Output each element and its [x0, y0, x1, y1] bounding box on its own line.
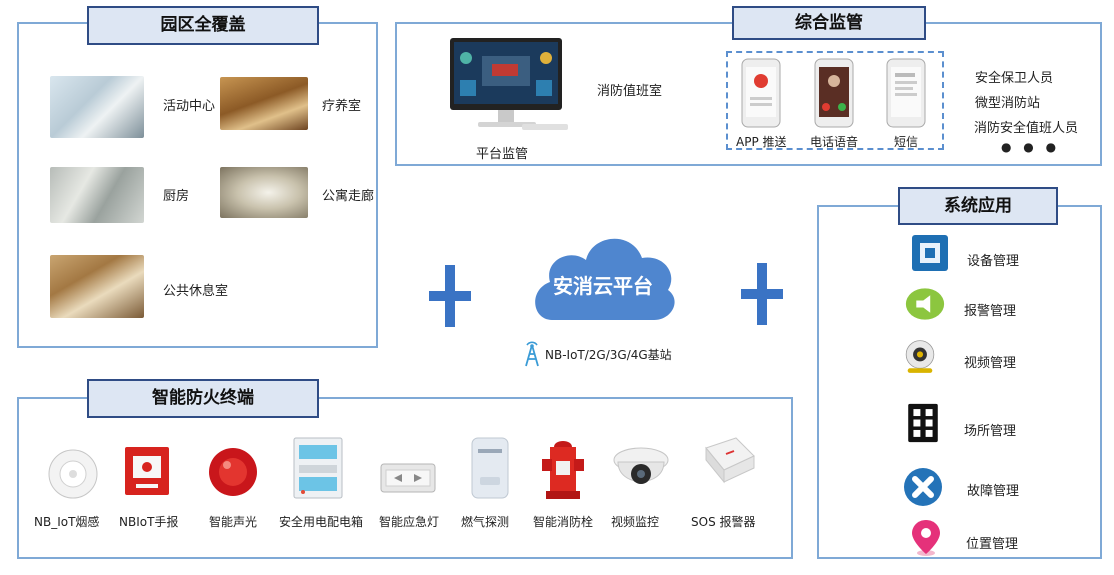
area-label-therapy-room: 疗养室 — [322, 99, 362, 114]
alarm-management-icon — [905, 288, 945, 320]
system-panel — [817, 205, 1102, 559]
terminal-label-emergency-light: 智能应急灯 — [379, 515, 440, 529]
sound-light-alarm-icon — [209, 448, 257, 496]
terminal-label-smoke: NB_IoT烟感 — [34, 515, 100, 529]
terminal-label-sound-light: 智能声光 — [209, 515, 258, 529]
video-camera-icon — [613, 447, 669, 484]
area-label-corridor: 公寓走廊 — [322, 189, 375, 204]
gas-detector-icon — [471, 437, 509, 499]
smoke-detector-icon — [48, 449, 98, 499]
app-push-phone-icon — [741, 58, 781, 128]
device-management-icon — [912, 235, 948, 271]
sms-phone-icon — [886, 58, 926, 128]
location-management-icon — [912, 520, 940, 556]
area-label-lounge: 公共休息室 — [163, 284, 229, 299]
phone-label-sms: 短信 — [894, 135, 919, 149]
video-management-icon — [905, 340, 935, 373]
lounge-photo — [50, 255, 144, 318]
site-management-icon — [908, 403, 938, 443]
duty-room-label: 消防值班室 — [597, 84, 663, 99]
personnel-more: ● ● ● — [1001, 140, 1061, 154]
cloud-icon — [535, 238, 675, 320]
system-item-fault: 故障管理 — [967, 484, 1020, 499]
personnel-mini-station: 微型消防站 — [975, 96, 1041, 111]
campus-title: 园区全覆盖 — [87, 6, 319, 45]
terminal-label-camera: 视频监控 — [611, 515, 660, 529]
cloud-platform-name: 安消云平台 — [553, 274, 653, 298]
kitchen-photo — [50, 167, 144, 223]
phone-label-app: APP 推送 — [736, 135, 787, 149]
fault-management-icon — [904, 468, 942, 506]
network-label: NB-IoT/2G/3G/4G基站 — [545, 348, 672, 362]
area-label-activity-center: 活动中心 — [163, 99, 216, 114]
terminal-label-hydrant: 智能消防栓 — [533, 515, 594, 529]
system-title: 系统应用 — [898, 187, 1058, 225]
personnel-security: 安全保卫人员 — [975, 71, 1054, 86]
activity-center-photo — [50, 76, 144, 138]
terminal-label-manual-alarm: NBIoT手报 — [119, 515, 179, 529]
platform-label: 平台监管 — [476, 147, 529, 162]
sos-alarm-icon — [705, 437, 755, 484]
system-item-device: 设备管理 — [967, 254, 1020, 269]
system-item-site: 场所管理 — [964, 424, 1017, 439]
notification-box — [726, 51, 944, 150]
manual-alarm-icon — [125, 447, 169, 495]
terminals-title: 智能防火终端 — [87, 379, 319, 418]
emergency-light-icon — [380, 463, 436, 493]
phone-label-voice: 电话语音 — [810, 135, 859, 149]
distribution-box-icon — [293, 437, 343, 499]
fire-hydrant-icon — [542, 441, 584, 499]
corridor-photo — [220, 167, 308, 218]
system-item-alarm: 报警管理 — [964, 304, 1017, 319]
plus-left-icon — [429, 265, 471, 327]
terminal-label-sos: SOS 报警器 — [691, 515, 756, 529]
terminal-label-distribution-box: 安全用电配电箱 — [279, 515, 364, 529]
monitor-title: 综合监管 — [732, 6, 926, 40]
therapy-room-photo — [220, 77, 308, 130]
plus-right-icon — [741, 263, 783, 325]
terminal-label-gas: 燃气探测 — [461, 515, 510, 529]
system-item-video: 视频管理 — [964, 356, 1017, 371]
voice-call-phone-icon — [814, 58, 854, 128]
personnel-duty: 消防安全值班人员 — [974, 121, 1079, 136]
system-item-location: 位置管理 — [966, 537, 1019, 552]
monitor-screen-icon — [450, 38, 568, 130]
area-label-kitchen: 厨房 — [163, 189, 190, 204]
antenna-icon — [525, 341, 539, 367]
